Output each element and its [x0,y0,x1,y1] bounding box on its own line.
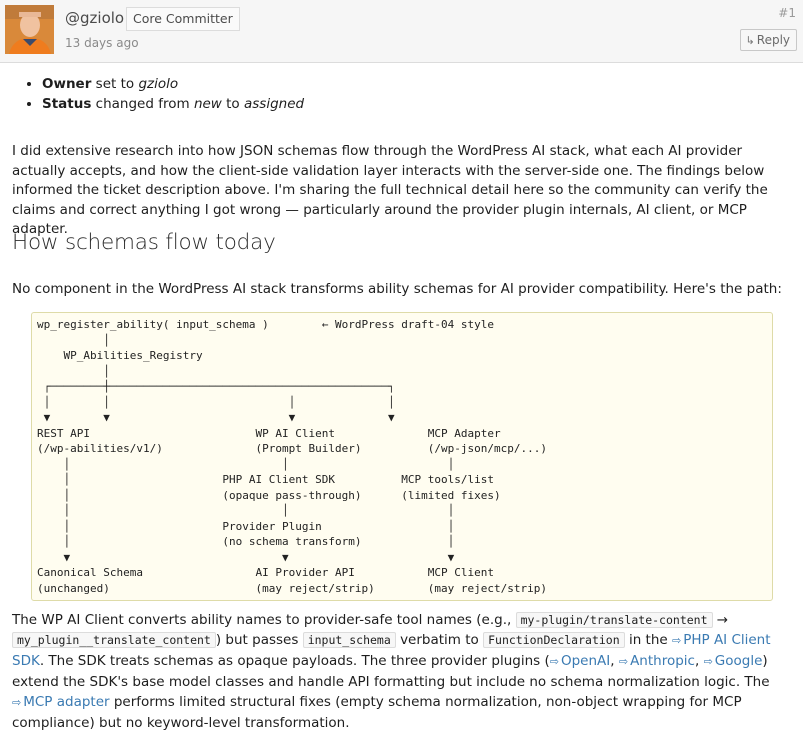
path-paragraph: No component in the WordPress AI stack t… [12,281,782,297]
link-anthropic[interactable]: ⇨Anthropic [619,653,695,669]
change-value-new: assigned [243,96,305,112]
link-php-ai-client-sdk[interactable]: ⇨PHP AI Client SDK [12,632,771,669]
code-input-schema: input_schema [302,632,396,648]
text: verbatim to [395,632,484,648]
code-tool-name: my-plugin/translate-content [515,612,713,628]
comment-number[interactable]: #1 [778,6,796,20]
section-heading: How schemas flow today [12,230,276,255]
text: . The SDK treats schemas as opaque paylo… [39,653,550,669]
change-item-owner: Owner set to gziolo [42,74,792,94]
link-label: Google [714,653,763,669]
role-badge: Core Committer [126,7,240,31]
change-item-status: Status changed from new to assigned [42,94,792,114]
change-value: gziolo [138,76,179,92]
external-link-icon: ⇨ [618,655,629,668]
text: ) but passes [215,632,303,648]
text: → [712,612,729,628]
change-field: Status [42,96,92,112]
change-text: to [221,96,244,112]
link-label: MCP adapter [23,694,110,710]
link-mcp-adapter[interactable]: ⇨MCP adapter [12,694,110,710]
explanation-paragraph: The WP AI Client converts ability names … [12,610,797,733]
intro-paragraph: I did extensive research into how JSON s… [12,143,768,237]
text: , [610,653,619,669]
text: performs limited structural fixes (empty… [12,694,742,731]
reply-button[interactable]: ↳Reply [739,29,797,51]
schema-flow-diagram: wp_register_ability( input_schema ) ← Wo… [31,312,773,601]
diagram-text: wp_register_ability( input_schema ) ← Wo… [37,318,547,595]
username[interactable]: @gziolo [65,9,125,27]
link-label: PHP AI Client SDK [12,632,771,669]
text: in the [624,632,672,648]
external-link-icon: ⇨ [703,655,713,668]
change-text: set to [91,76,139,92]
reply-icon: ↳ [745,34,755,47]
timestamp[interactable]: 13 days ago [65,36,139,50]
code-function-declaration: FunctionDeclaration [483,632,625,648]
text: ) extend the SDK's base model classes an… [12,653,770,690]
avatar[interactable] [5,5,54,54]
link-label: OpenAI [560,653,611,669]
reply-label: Reply [756,33,790,47]
text: The WP AI Client converts ability names … [12,612,516,628]
change-list: Owner set to gziolo Status changed from … [12,74,792,114]
link-google[interactable]: ⇨Google [704,653,763,669]
text: , [694,653,704,669]
comment-body: Owner set to gziolo Status changed from … [12,74,792,731]
link-label: Anthropic [630,653,695,669]
external-link-icon: ⇨ [549,655,559,668]
change-value-old: new [193,96,222,112]
external-link-icon: ⇨ [12,696,22,709]
avatar-photo [5,5,54,54]
code-safe-tool-name: my_plugin__translate_content [12,632,216,648]
change-field: Owner [42,76,92,92]
link-openai[interactable]: ⇨OpenAI [550,653,611,669]
comment-header: @gziolo Core Committer 13 days ago #1 ↳R… [0,0,803,63]
external-link-icon: ⇨ [672,634,682,647]
change-text: changed from [91,96,194,112]
